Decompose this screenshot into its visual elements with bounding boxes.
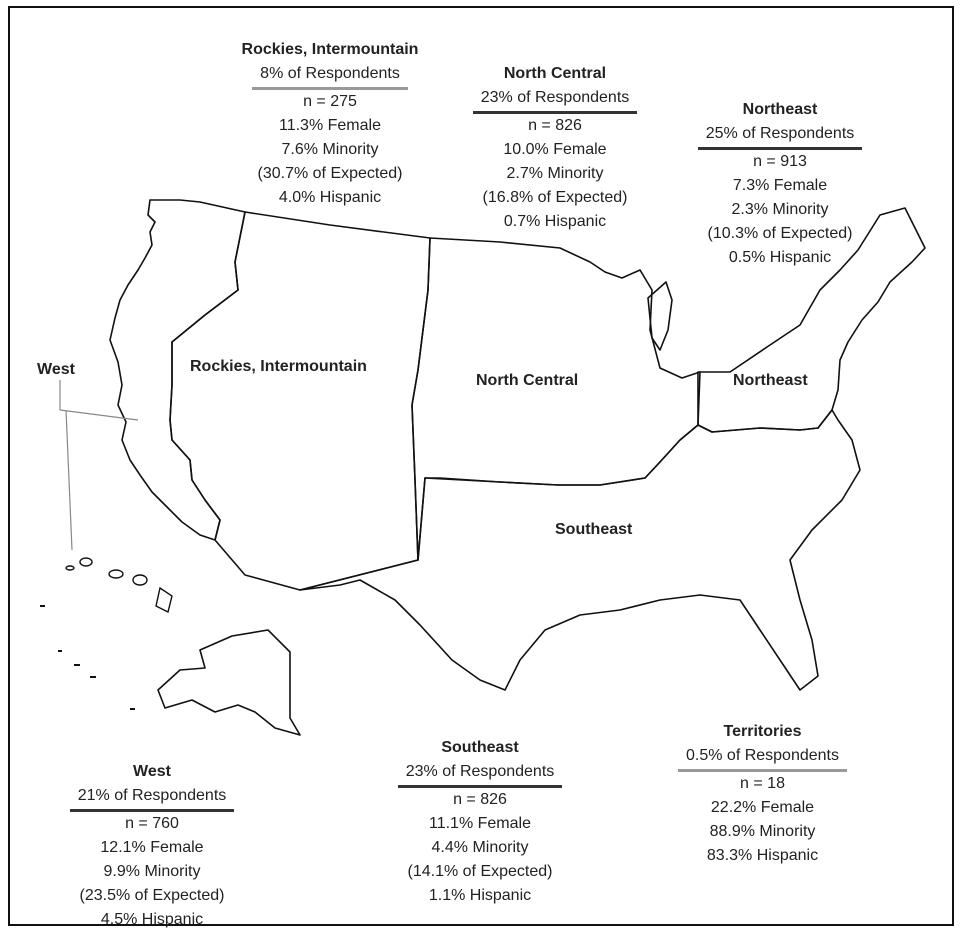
female-percent: 11.1% Female (429, 815, 531, 832)
sample-size: n = 760 (125, 815, 179, 832)
respondents-percent: 23% of Respondents (472, 86, 638, 114)
hawaii-island (108, 569, 124, 579)
info-block-northeast: Northeast 25% of Respondents n = 913 7.3… (665, 98, 895, 270)
respondents-percent: 23% of Respondents (397, 760, 563, 788)
info-block-west: West 21% of Respondents n = 760 12.1% Fe… (35, 760, 269, 932)
region-title: Southeast (441, 739, 519, 756)
region-title: North Central (503, 65, 607, 82)
southeast-region-outline (299, 409, 861, 691)
hawaii-island (79, 557, 93, 567)
info-block-southeast: Southeast 23% of Respondents n = 826 11.… (380, 736, 580, 908)
respondents-percent: 25% of Respondents (697, 122, 863, 150)
hispanic-percent: 1.1% Hispanic (428, 887, 532, 904)
expected-percent: (30.7% of Expected) (257, 165, 403, 182)
minority-percent: 7.6% Minority (281, 141, 379, 158)
rockies-region-outline (169, 211, 431, 591)
respondents-percent: 21% of Respondents (69, 784, 235, 812)
expected-percent: (23.5% of Expected) (79, 887, 225, 904)
female-percent: 11.3% Female (279, 117, 381, 134)
hawaii-island (132, 574, 148, 586)
map-frame (8, 6, 954, 926)
alaska-outline (157, 629, 301, 736)
hawaii-island (155, 586, 173, 614)
hawaii-island (65, 565, 75, 571)
aleutian-island (90, 676, 96, 678)
region-title: Rockies, Intermountain (241, 41, 419, 58)
aleutian-island (58, 650, 62, 652)
lake-michigan-outline (647, 281, 673, 351)
hispanic-percent: 4.0% Hispanic (278, 189, 382, 206)
respondents-percent: 0.5% of Respondents (678, 744, 847, 772)
region-title: Northeast (742, 101, 818, 118)
north-central-region-outline (411, 237, 701, 561)
minority-percent: 4.4% Minority (431, 839, 529, 856)
aleutian-island (74, 664, 80, 666)
female-percent: 7.3% Female (732, 177, 828, 194)
expected-percent: (16.8% of Expected) (482, 189, 628, 206)
info-block-territories: Territories 0.5% of Respondents n = 18 2… (650, 720, 875, 868)
sample-size: n = 826 (453, 791, 507, 808)
sample-size: n = 18 (740, 775, 785, 792)
hispanic-percent: 4.5% Hispanic (100, 911, 204, 928)
aleutian-island (130, 708, 135, 710)
map-label-rockies: Rockies, Intermountain (190, 358, 367, 375)
map-label-west: West (37, 361, 75, 378)
female-percent: 10.0% Female (503, 141, 607, 158)
info-block-rockies: Rockies, Intermountain 8% of Respondents… (205, 38, 455, 210)
minority-percent: 88.9% Minority (709, 823, 816, 840)
west-leader-line-2 (59, 409, 139, 421)
sample-size: n = 913 (753, 153, 807, 170)
female-percent: 22.2% Female (710, 799, 815, 816)
expected-percent: (14.1% of Expected) (407, 863, 553, 880)
info-block-north-central: North Central 23% of Respondents n = 826… (440, 62, 670, 234)
map-label-northeast: Northeast (733, 372, 808, 389)
female-percent: 12.1% Female (100, 839, 204, 856)
hispanic-percent: 83.3% Hispanic (706, 847, 819, 864)
minority-percent: 2.7% Minority (506, 165, 604, 182)
sample-size: n = 826 (528, 117, 582, 134)
expected-percent: (10.3% of Expected) (707, 225, 853, 242)
sample-size: n = 275 (303, 93, 357, 110)
minority-percent: 9.9% Minority (103, 863, 201, 880)
respondents-percent: 8% of Respondents (252, 62, 408, 90)
minority-percent: 2.3% Minority (731, 201, 829, 218)
map-label-north-central: North Central (476, 372, 579, 389)
region-title: West (133, 763, 171, 780)
map-label-southeast: Southeast (555, 521, 633, 538)
region-title: Territories (723, 723, 802, 740)
hispanic-percent: 0.5% Hispanic (728, 249, 832, 266)
aleutian-island (40, 605, 45, 607)
hispanic-percent: 0.7% Hispanic (503, 213, 607, 230)
west-leader-line-3 (65, 409, 73, 551)
